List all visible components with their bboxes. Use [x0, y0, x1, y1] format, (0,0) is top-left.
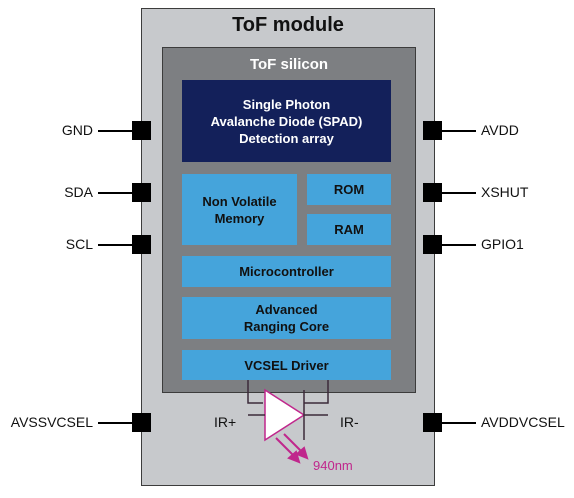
pin-label-avdd: AVDD — [481, 122, 519, 138]
avssvcsel-lead — [98, 422, 133, 424]
xshut-pad — [423, 183, 442, 202]
ram-block: RAM — [307, 214, 391, 245]
ram-label: RAM — [334, 222, 364, 237]
pin-label-sda: SDA — [64, 184, 93, 200]
microcontroller-block: Microcontroller — [182, 256, 391, 287]
cathode-label: IR- — [340, 414, 359, 430]
rom-block: ROM — [307, 174, 391, 205]
nvm-label: Non Volatile Memory — [202, 193, 277, 226]
pin-label-gpio1: GPIO1 — [481, 236, 524, 252]
gpio1-lead — [441, 244, 476, 246]
gnd-pad — [132, 121, 151, 140]
sda-lead — [98, 192, 133, 194]
avddvcsel-lead — [441, 422, 476, 424]
spad-detection-array-block: Single Photon Avalanche Diode (SPAD) Det… — [182, 80, 391, 162]
module-title: ToF module — [232, 14, 344, 36]
arc-label: Advanced Ranging Core — [243, 302, 330, 334]
gnd-lead — [98, 130, 133, 132]
anode-label: IR+ — [214, 414, 236, 430]
xshut-lead — [441, 192, 476, 194]
emission-arrows-icon — [275, 433, 309, 464]
gpio1-pad — [423, 235, 442, 254]
avddvcsel-pad — [423, 413, 442, 432]
avssvcsel-pad — [132, 413, 151, 432]
mcu-label: Microcontroller — [239, 264, 334, 279]
vcsel-driver-block: VCSEL Driver — [182, 350, 391, 380]
avdd-lead — [441, 130, 476, 132]
diode-triangle-icon — [264, 388, 306, 442]
avdd-pad — [423, 121, 442, 140]
pin-label-avddvcsel: AVDDVCSEL — [481, 414, 565, 430]
wavelength-label: 940nm — [313, 458, 353, 473]
spad-label: Single Photon Avalanche Diode (SPAD) Det… — [210, 96, 363, 146]
pin-label-avssvcsel: AVSSVCSEL — [10, 414, 93, 430]
advanced-ranging-core-block: Advanced Ranging Core — [182, 297, 391, 339]
pin-label-xshut: XSHUT — [481, 184, 529, 200]
diode-wires — [247, 380, 329, 404]
sda-pad — [132, 183, 151, 202]
scl-pad — [132, 235, 151, 254]
pin-label-scl: SCL — [65, 236, 93, 252]
scl-lead — [98, 244, 133, 246]
vcsel-label: VCSEL Driver — [244, 357, 329, 373]
silicon-title: ToF silicon — [249, 56, 329, 73]
non-volatile-memory-block: Non Volatile Memory — [182, 174, 297, 245]
pin-label-gnd: GND — [61, 122, 93, 138]
rom-label: ROM — [333, 182, 365, 197]
